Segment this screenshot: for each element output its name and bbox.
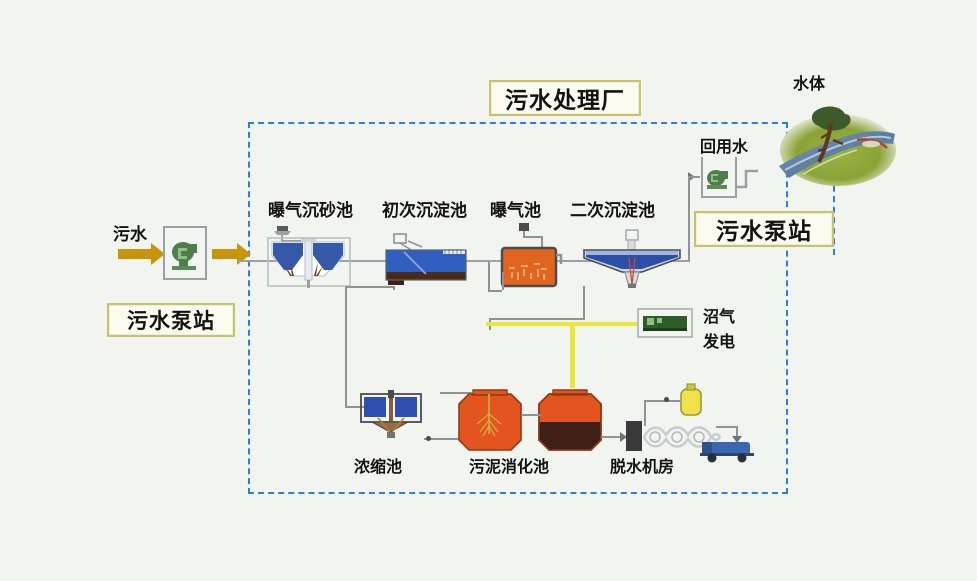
secondary-clarifier-unit: [583, 229, 681, 288]
influent-arrow-right: [212, 243, 251, 265]
cake-discharge-down: [736, 426, 738, 438]
belt-filter-press-icon: [642, 426, 722, 448]
polymer-dose-node: [664, 397, 669, 402]
reclaimed-water-pump-unit: [701, 157, 758, 198]
plant-title-text: 污水处理厂: [505, 88, 625, 114]
thickener-out-top: [440, 392, 470, 394]
label-biogas-line1: 沼气: [703, 307, 736, 326]
label-grit-chamber: 曝气沉砂池: [268, 201, 353, 221]
plant-title-plate: 污水处理厂: [489, 80, 641, 116]
inlet-pump-box: [163, 226, 207, 280]
outlet-pump-station-plate: 污水泵站: [694, 211, 834, 247]
was-down: [583, 286, 585, 318]
river-photo-icon: [779, 106, 896, 186]
primary-sludge-down: [345, 286, 347, 406]
digester-tank-2: [538, 389, 602, 451]
primary-clarifier-unit: [385, 233, 467, 285]
primary-sludge-to-thickener: [345, 406, 365, 408]
thickener-unit: [360, 390, 422, 438]
digester-tank-1: [458, 389, 522, 451]
thickener-out-pipe: [424, 438, 470, 440]
aeration-tank-unit: [500, 223, 563, 288]
grit-chamber-unit: [267, 226, 351, 288]
digester-link-pipe: [521, 414, 541, 416]
thickener-out-node: [426, 436, 431, 441]
primary-sludge-stub: [393, 286, 395, 290]
digester-to-dewater-pipe: [601, 436, 626, 438]
sludge-truck-icon: [700, 442, 754, 463]
reclaimed-riser-top: [688, 176, 700, 178]
label-biogas-line2: 发电: [703, 332, 736, 351]
biogas-riser: [570, 322, 575, 388]
pump-icon: [172, 242, 197, 270]
ras-return-riser: [502, 272, 504, 290]
label-water-body: 水体: [793, 74, 826, 93]
influent-arrow-left: [118, 243, 165, 265]
label-aeration-tank: 曝气池: [490, 201, 541, 221]
reclaimed-riser-pipe: [688, 176, 690, 261]
polymer-dose-riser: [644, 400, 646, 426]
inlet-pump-station-text: 污水泵站: [127, 309, 215, 333]
label-secondary-clarifier: 二次沉淀池: [570, 201, 655, 221]
label-dewatering-room: 脱水机房: [610, 457, 675, 476]
inlet-pump-station-plate: 污水泵站: [107, 303, 235, 337]
label-thickener: 浓缩池: [354, 457, 403, 476]
cake-discharge-arrow: [732, 436, 742, 443]
plant-boundary: [248, 122, 788, 494]
label-reclaimed-water: 回用水: [700, 137, 749, 156]
biogas-header: [486, 322, 574, 326]
polymer-dose-line: [644, 400, 680, 402]
polymer-tank-icon: [680, 383, 702, 416]
influent-label: 污水: [113, 225, 147, 245]
label-digester: 污泥消化池: [469, 457, 550, 476]
ras-return-left: [488, 262, 490, 290]
biogas-generator-unit: [637, 308, 693, 338]
boundary-axis-right-lower: [833, 175, 835, 255]
dewater-feed-pump: [626, 421, 642, 451]
ras-return-bottom: [488, 290, 502, 292]
was-across: [489, 318, 585, 320]
outlet-pump-station-text: 污水泵站: [716, 219, 812, 245]
biogas-to-generator: [574, 322, 637, 326]
label-primary-clarifier: 初次沉淀池: [382, 201, 467, 221]
primary-sludge-top: [345, 286, 393, 288]
cake-discharge-pipe: [716, 426, 738, 428]
dewater-inlet-arrow: [620, 432, 627, 442]
